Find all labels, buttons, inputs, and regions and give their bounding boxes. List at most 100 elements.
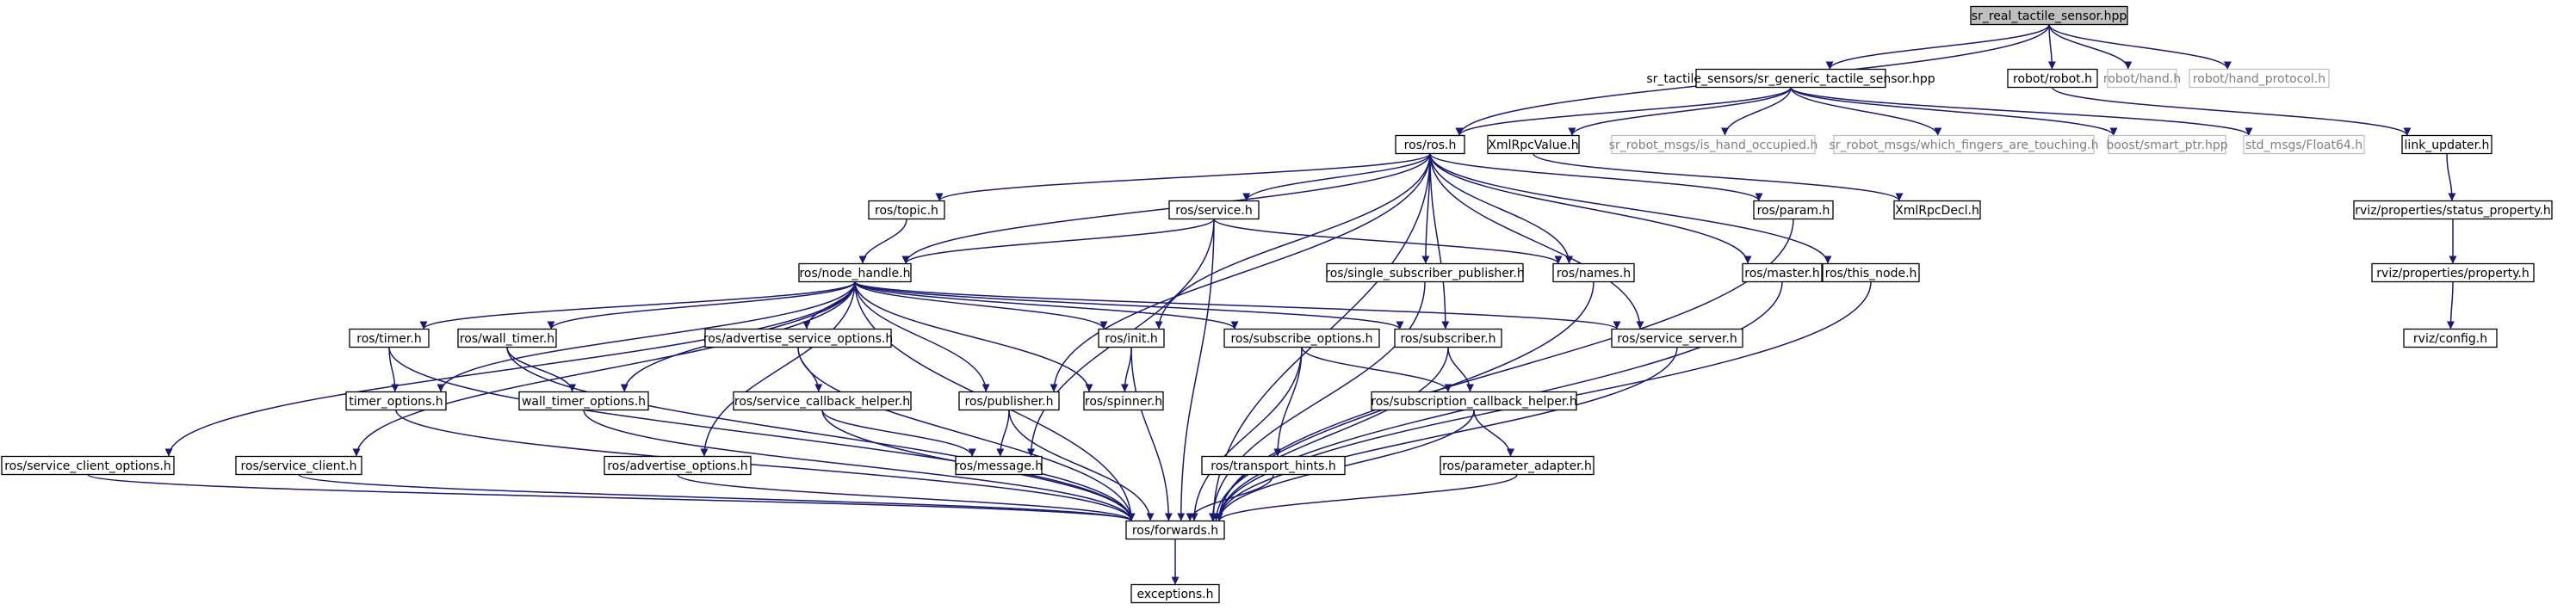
node-ros-names[interactable]: ros/names.h: [1552, 262, 1635, 283]
node-box: [1742, 262, 1823, 283]
edge-adv-opts-to-ros-forwards: [677, 473, 1136, 522]
edge-line: [298, 473, 1136, 522]
edge-line: [901, 153, 1431, 264]
node-label: boost/smart_ptr.hpp: [2106, 139, 2227, 152]
edge-line: [854, 281, 990, 392]
node-subscribe-opts[interactable]: ros/subscribe_options.h: [1223, 328, 1380, 348]
node-service-cb-helper[interactable]: ros/service_callback_helper.h: [733, 391, 912, 411]
node-service-server[interactable]: ros/service_server.h: [1611, 328, 1743, 348]
node-generic[interactable]: sr_tactile_sensors/sr_generic_tactile_se…: [1646, 68, 1935, 89]
node-link-updater[interactable]: link_updater.h: [2401, 134, 2492, 155]
node-adv-service-opts[interactable]: ros/advertise_service_options.h: [703, 328, 893, 348]
edge-line: [1130, 347, 1173, 521]
node-ros-node-handle[interactable]: ros/node_handle.h: [798, 262, 912, 283]
node-label: ros/param.h: [1757, 204, 1830, 218]
node-ros-this-node[interactable]: ros/this_node.h: [1822, 262, 1920, 283]
node-ros-message[interactable]: ros/message.h: [955, 455, 1043, 476]
node-label: timer_options.h: [349, 395, 443, 409]
node-sub-cb-helper[interactable]: ros/subscription_callback_helper.h: [1371, 391, 1577, 411]
edge-ros-node-handle-to-ros-publisher: [854, 281, 990, 392]
node-ros-topic[interactable]: ros/topic.h: [868, 200, 945, 220]
edge-line: [395, 410, 1136, 521]
node-float64: std_msgs/Float64.h: [2243, 134, 2365, 155]
node-ros-service[interactable]: ros/service.h: [1168, 200, 1260, 220]
node-label: sr_robot_msgs/which_fingers_are_touching…: [1830, 139, 2099, 152]
node-root[interactable]: sr_real_tactile_sensor.hpp: [1970, 5, 2128, 26]
edge-line: [1790, 87, 1942, 136]
edge-ros-node-handle-to-ros-wall-timer: [547, 281, 856, 330]
node-which-fingers: sr_robot_msgs/which_fingers_are_touching…: [1830, 134, 2099, 155]
edge-line: [1429, 153, 1763, 201]
edge-robot-robot-to-link-updater: [2052, 87, 2412, 136]
node-ros-master[interactable]: ros/master.h: [1742, 262, 1823, 283]
node-robot-hand-protocol: robot/hand_protocol.h: [2189, 68, 2330, 89]
node-label: ros/forwards.h: [1132, 524, 1218, 538]
edge-line: [1790, 87, 2118, 136]
edge-line: [901, 219, 1215, 264]
edge-ros-ros-to-ros-publisher: [1050, 153, 1431, 392]
node-box: [2107, 68, 2177, 89]
node-service-client[interactable]: ros/service_client.h: [235, 455, 362, 476]
node-rviz-config[interactable]: rviz/config.h: [2403, 328, 2498, 348]
edge-line: [1473, 410, 1514, 457]
edge-line: [506, 347, 1136, 521]
node-xmlrpcdecl[interactable]: XmlRpcDecl.h: [1893, 200, 1981, 220]
node-ros-forwards[interactable]: ros/forwards.h: [1125, 520, 1225, 540]
edge-ros-ros-to-ros-param: [1429, 153, 1763, 201]
node-wall-timer-opts[interactable]: wall_timer_options.h: [518, 391, 649, 411]
node-label: robot/hand_protocol.h: [2193, 72, 2325, 86]
node-ros-wall-timer[interactable]: ros/wall_timer.h: [457, 328, 557, 348]
edge-root-to-robot-robot: [2047, 24, 2056, 70]
edge-ros-timer-to-ros-forwards: [388, 347, 1136, 521]
edge-sub-cb-helper-to-ros-forwards: [1215, 410, 1475, 521]
node-ros-publisher[interactable]: ros/publisher.h: [958, 391, 1060, 411]
node-box: [1371, 391, 1577, 411]
node-ros-spinner[interactable]: ros/spinner.h: [1083, 391, 1164, 411]
node-status-property[interactable]: rviz/properties/status_property.h: [2353, 200, 2553, 220]
edge-ros-node-handle-to-adv-opts: [700, 281, 856, 457]
edge-line: [821, 410, 976, 457]
node-adv-opts[interactable]: ros/advertise_options.h: [604, 455, 752, 476]
node-ros-ros[interactable]: ros/ros.h: [1395, 134, 1465, 155]
node-box: [1, 455, 175, 476]
edge-line: [388, 347, 1136, 521]
node-box: [1611, 328, 1743, 348]
node-box: [2401, 134, 2492, 155]
edge-ros-node-handle-to-subscribe-opts: [854, 280, 1239, 330]
node-service-client-opts[interactable]: ros/service_client_options.h: [1, 455, 175, 476]
node-box: [1753, 200, 1834, 220]
edge-generic-to-xmlrpcvalue: [1568, 87, 1792, 136]
node-label: rviz/properties/property.h: [2376, 267, 2529, 280]
edge-ros-ros-to-service-server: [1429, 153, 1644, 330]
edge-layer: [87, 24, 2457, 585]
node-ros-subscriber[interactable]: ros/subscriber.h: [1394, 328, 1502, 348]
node-label: wall_timer_options.h: [522, 395, 646, 409]
node-ros-timer[interactable]: ros/timer.h: [349, 328, 430, 348]
node-exceptions[interactable]: exceptions.h: [1130, 583, 1220, 604]
node-box: [1822, 262, 1920, 283]
node-robot-robot[interactable]: robot/robot.h: [2007, 68, 2098, 89]
node-transport-hints[interactable]: ros/transport_hints.h: [1201, 455, 1346, 476]
node-timer-opts[interactable]: timer_options.h: [345, 391, 447, 411]
edge-generic-to-ros-ros: [1455, 87, 1792, 136]
node-property[interactable]: rviz/properties/property.h: [2371, 262, 2535, 283]
edge-ros-ros-to-ros-subscriber: [1429, 153, 1450, 330]
edge-ros-node-handle-to-service-server: [854, 280, 1621, 330]
edge-line: [1790, 86, 2253, 137]
edge-xmlrpcvalue-to-xmlrpcdecl: [1533, 152, 1904, 202]
edge-line: [1120, 347, 1132, 392]
edge-subscribe-opts-to-sub-cb-helper: [1301, 347, 1452, 392]
node-xmlrpcvalue[interactable]: XmlRpcValue.h: [1487, 134, 1580, 155]
node-single-sub-pub[interactable]: ros/single_subscriber_publisher.h: [1325, 262, 1525, 283]
edge-line: [1050, 153, 1431, 392]
edge-ros-node-handle-to-adv-service-opts: [802, 281, 856, 330]
node-label: ros/this_node.h: [1825, 267, 1917, 280]
node-parameter-adapter[interactable]: ros/parameter_adapter.h: [1440, 455, 1595, 476]
edge-line: [1215, 410, 1475, 521]
node-ros-param[interactable]: ros/param.h: [1753, 200, 1834, 220]
node-label: link_updater.h: [2405, 139, 2490, 152]
edge-subscribe-opts-to-ros-forwards: [1190, 347, 1303, 521]
node-ros-init[interactable]: ros/init.h: [1098, 328, 1165, 348]
node-label: ros/single_subscriber_publisher.h: [1325, 267, 1524, 280]
